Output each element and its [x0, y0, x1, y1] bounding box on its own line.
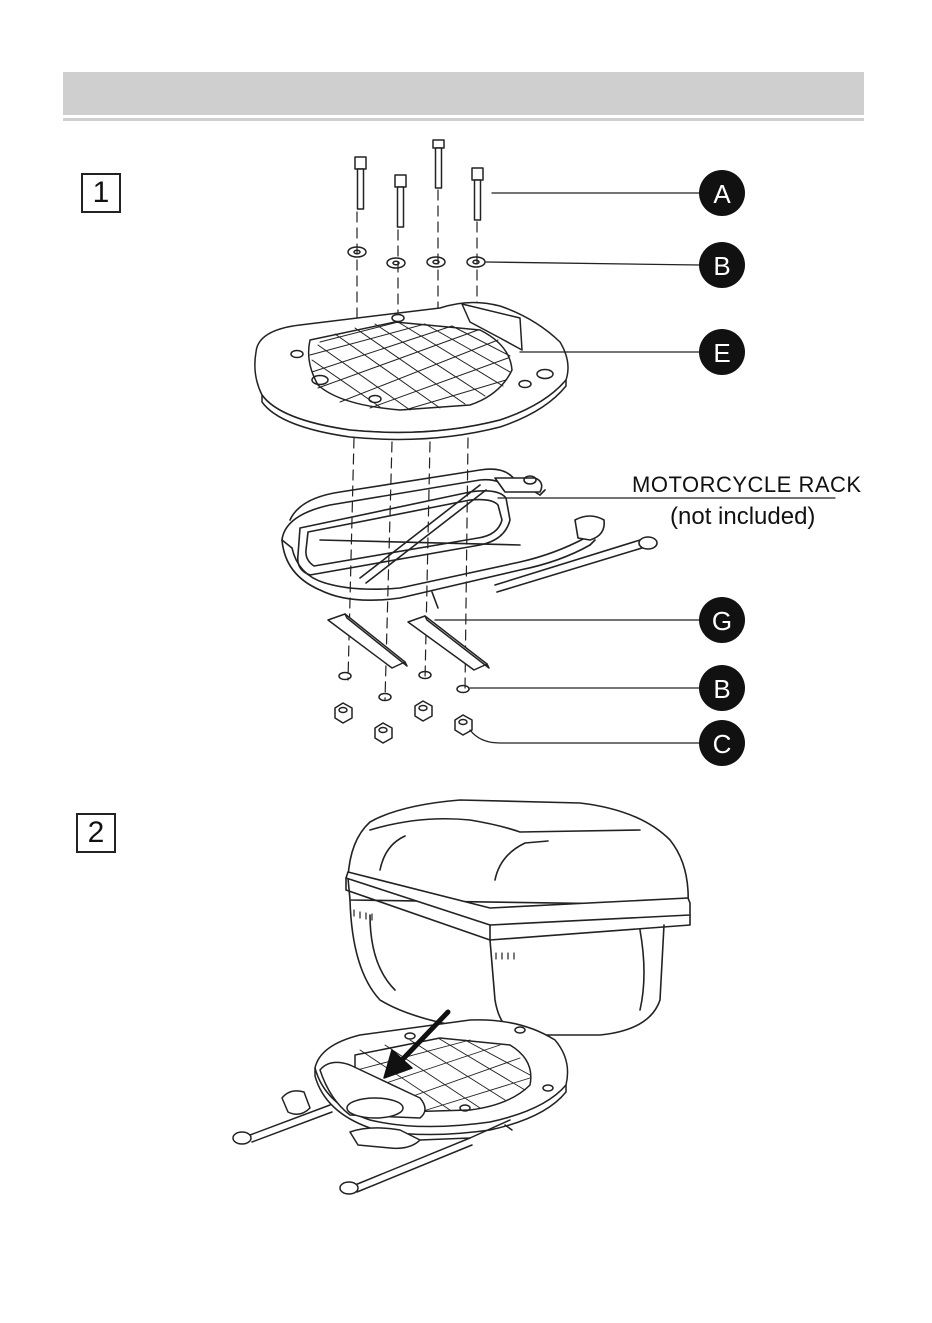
callout-a-label: A — [713, 179, 731, 209]
rack-note: (not included) — [670, 503, 815, 530]
callout-c: C — [699, 720, 745, 766]
callout-leaders — [435, 193, 835, 743]
washer-set-b-top — [348, 247, 485, 268]
callout-b-bottom-label: B — [713, 674, 730, 704]
callout-b-bottom: B — [699, 665, 745, 711]
motorcycle-rack — [282, 469, 657, 608]
rack-label: MOTORCYCLE RACK — [632, 472, 862, 497]
callout-c-label: C — [713, 729, 732, 759]
callout-b-top-label: B — [713, 251, 730, 281]
bolt-set-a — [355, 140, 483, 227]
base-plate-mounted — [233, 1020, 568, 1194]
callout-e: E — [699, 329, 745, 375]
plate-set-g — [328, 614, 489, 670]
base-plate-e — [255, 302, 568, 439]
callout-g-label: G — [712, 606, 732, 636]
callout-g: G — [699, 597, 745, 643]
callout-a: A — [699, 170, 745, 216]
callout-b-top: B — [699, 242, 745, 288]
nut-set-c — [335, 701, 472, 743]
callout-e-label: E — [713, 338, 730, 368]
washer-set-b-bottom — [339, 672, 469, 701]
top-case — [346, 800, 690, 1042]
